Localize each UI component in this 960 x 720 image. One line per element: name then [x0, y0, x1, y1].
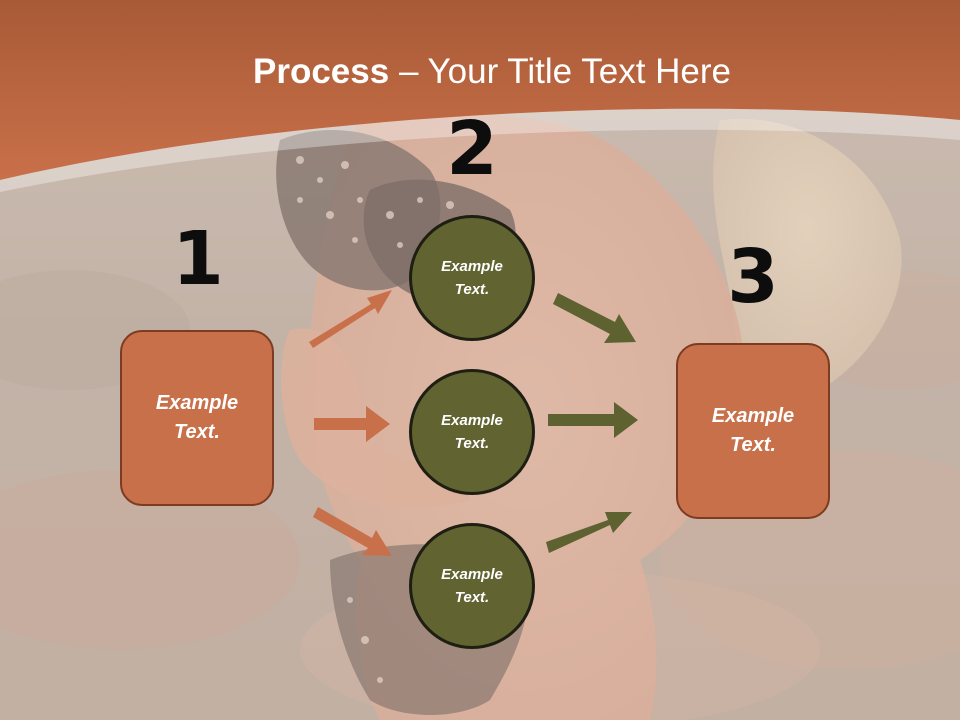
title-rest: – Your Title Text Here [389, 52, 731, 91]
step-1-box: Example Text. [120, 330, 274, 506]
step-number-1: 1 [172, 216, 224, 302]
step-3-label: Example Text. [711, 405, 795, 456]
arrow-box1-to-circle2 [314, 406, 390, 442]
circle-top-label: Example Text. [441, 258, 503, 298]
arrow-box1-to-circle3 [313, 507, 392, 556]
circle-bottom-label: Example Text. [441, 566, 503, 606]
arrow-circle1-to-box3 [553, 293, 636, 343]
arrow-circle3-to-box3 [546, 512, 632, 553]
circle-middle-label: Example Text. [441, 412, 503, 452]
step-number-3: 3 [727, 234, 779, 320]
circle-node-top: Example Text. [409, 215, 535, 341]
step-1-label: Example Text. [155, 392, 239, 443]
circle-node-bottom: Example Text. [409, 523, 535, 649]
arrow-circle2-to-box3 [548, 402, 638, 438]
slide-title: Process – Your Title Text Here [0, 52, 960, 92]
step-3-box: Example Text. [676, 343, 830, 519]
circle-node-middle: Example Text. [409, 369, 535, 495]
step-number-2: 2 [446, 106, 498, 192]
title-bold: Process [253, 52, 390, 91]
arrow-box1-to-circle1 [309, 290, 392, 348]
